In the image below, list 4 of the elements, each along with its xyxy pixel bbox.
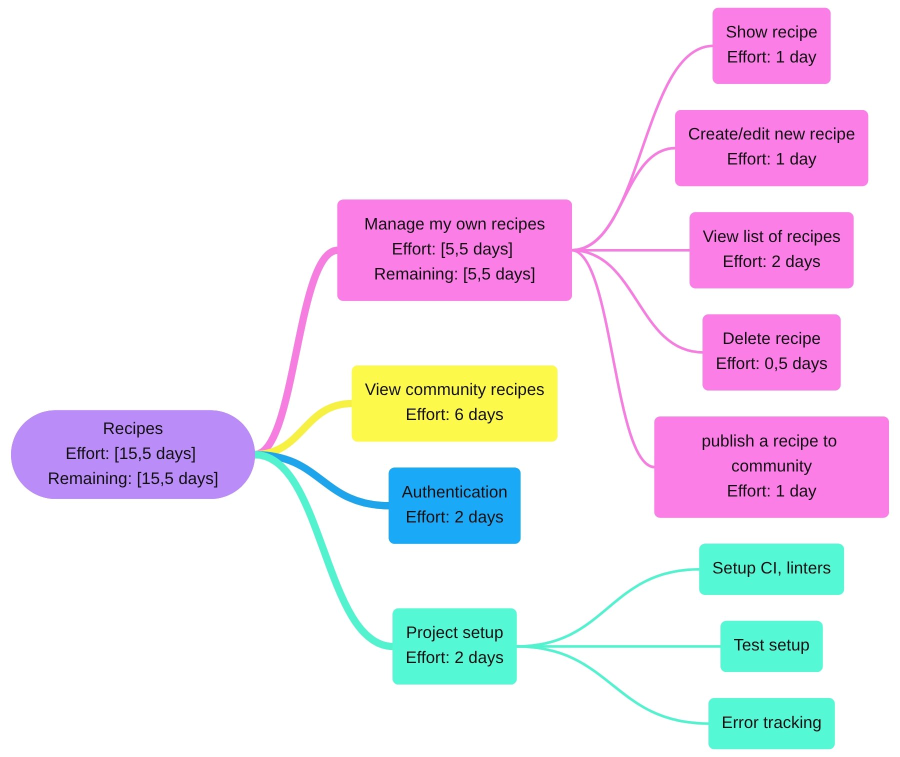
connector (516, 645, 710, 725)
connector (571, 248, 704, 354)
connector (254, 451, 394, 650)
connector (570, 249, 656, 468)
